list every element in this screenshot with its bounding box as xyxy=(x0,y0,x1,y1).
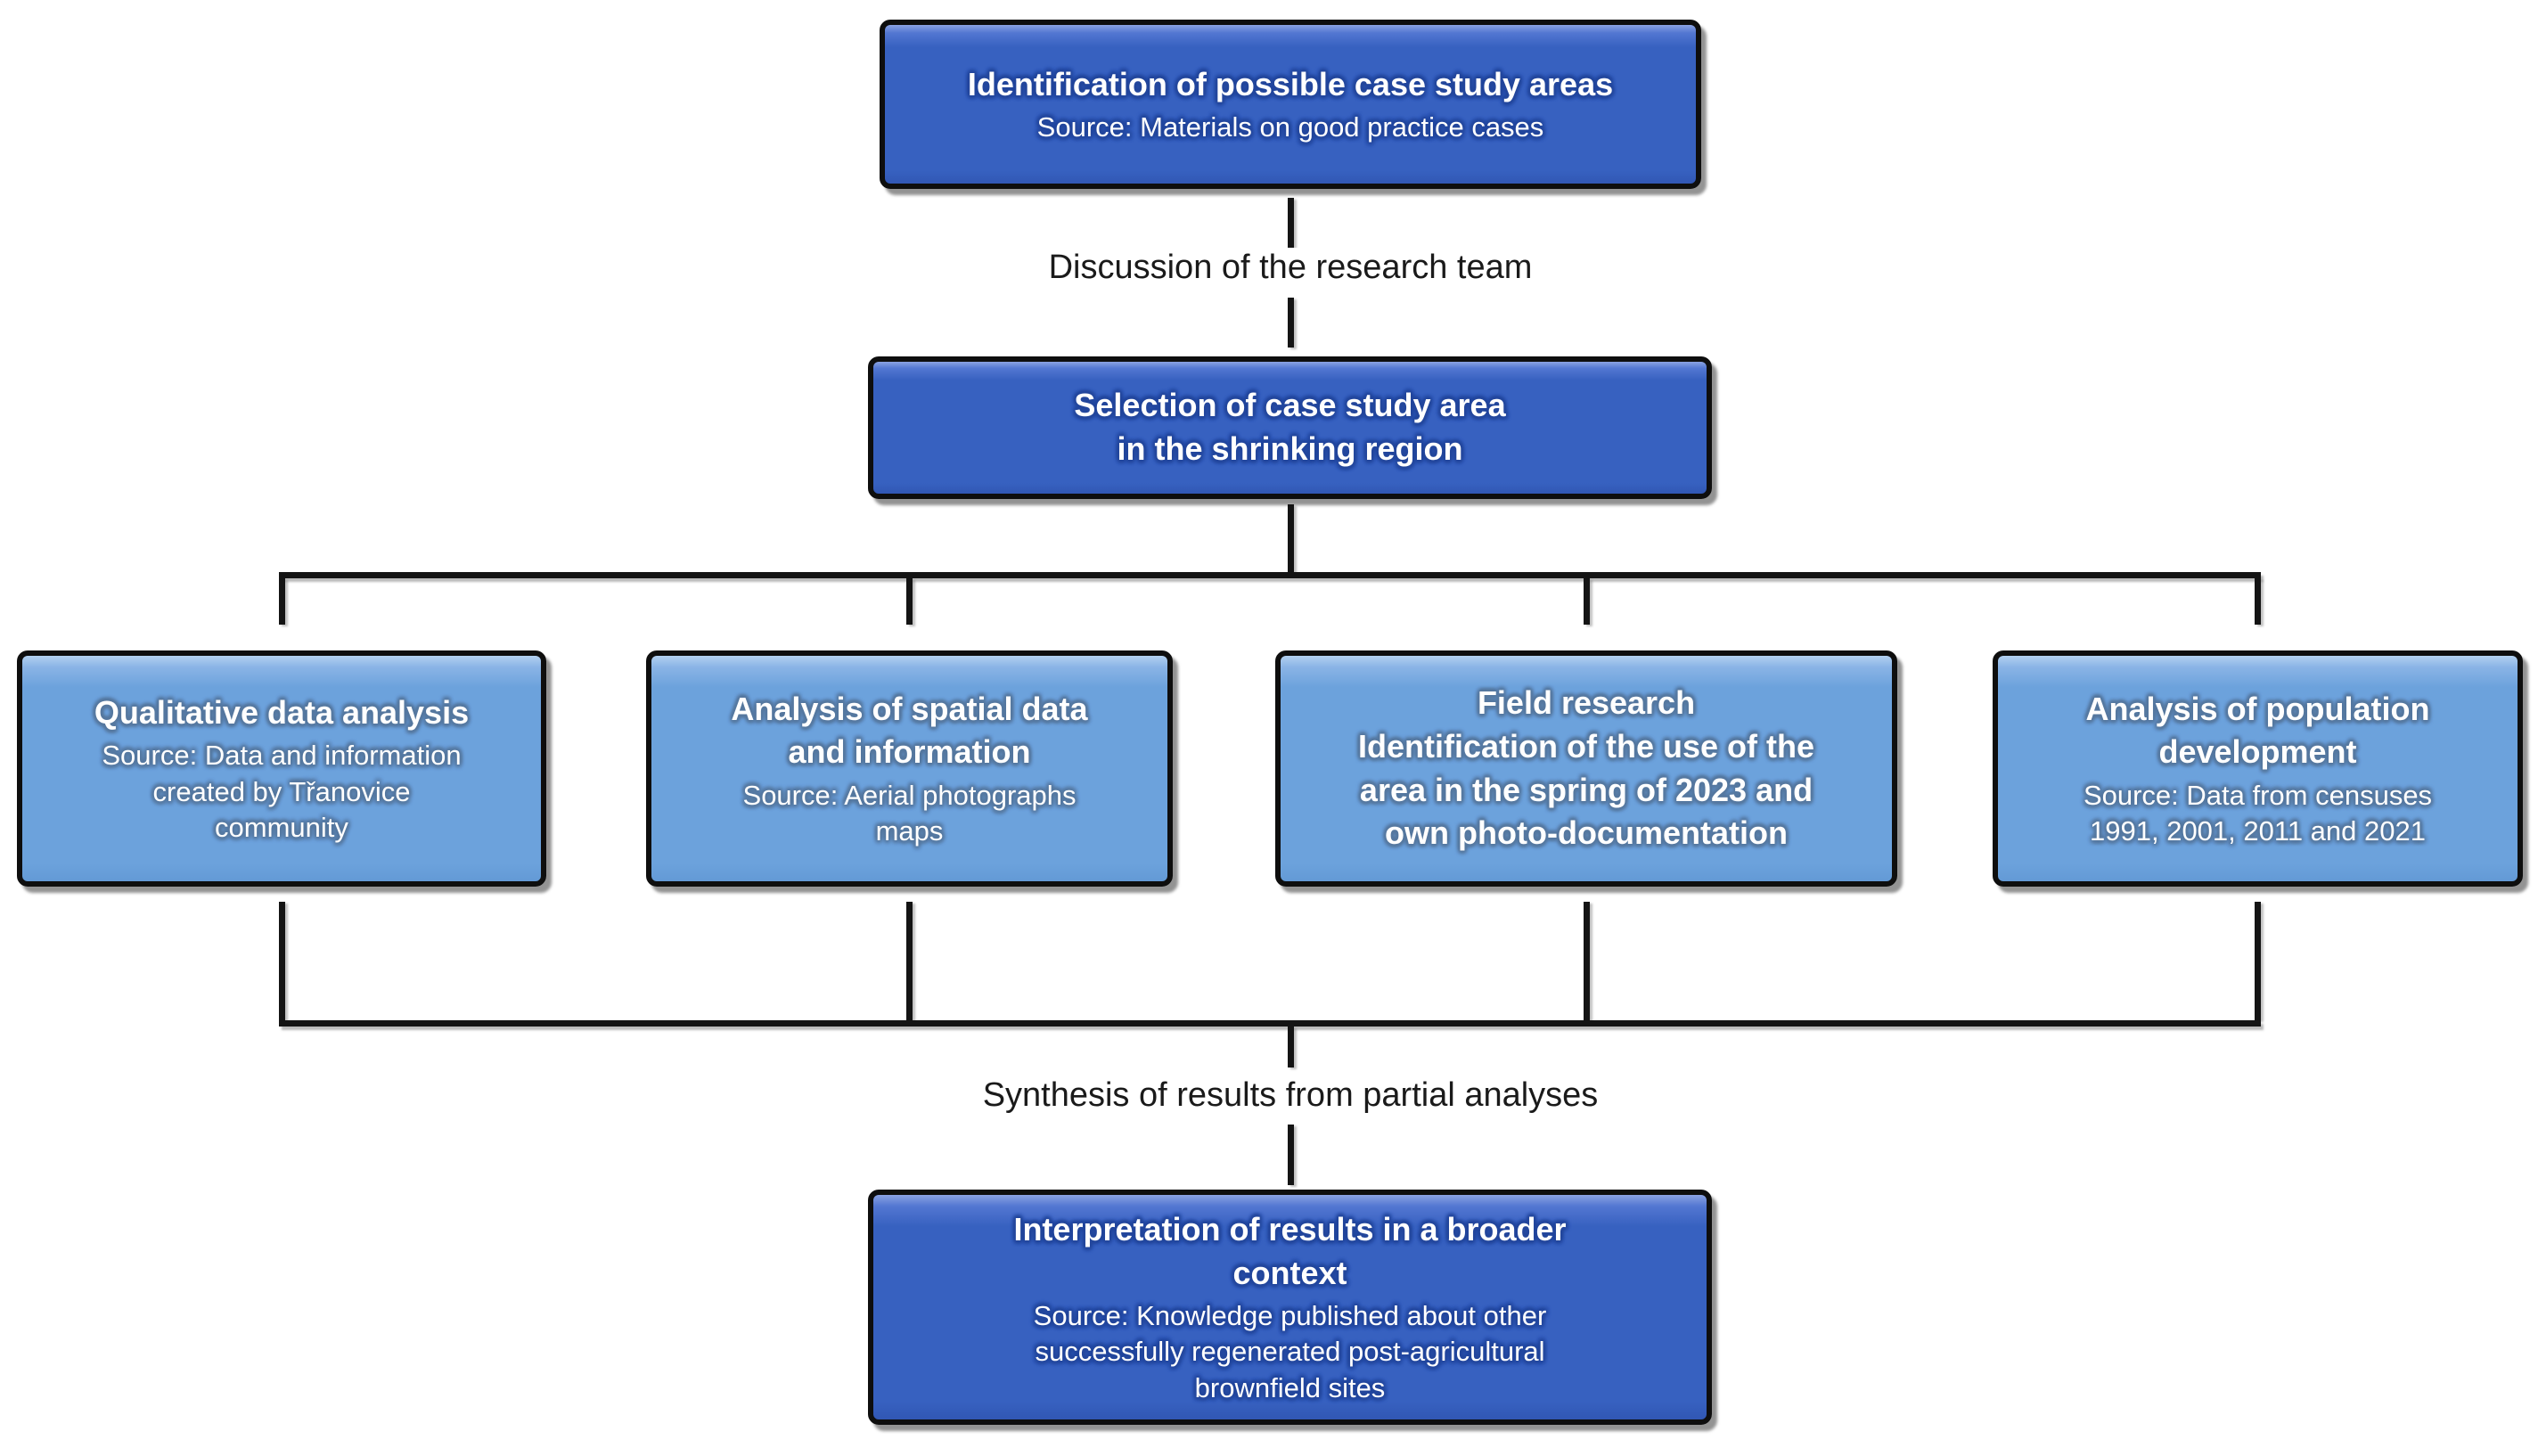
connector-line xyxy=(1288,198,1294,248)
connector-line xyxy=(906,902,913,1020)
node-interpretation-title: Interpretation of results in a broader c… xyxy=(1013,1210,1567,1291)
node-qualitative-title: Qualitative data analysis xyxy=(94,693,470,731)
node-identification-source: Source: Materials on good practice cases xyxy=(1036,111,1544,143)
edge-label-synthesis: Synthesis of results from partial analys… xyxy=(800,1076,1781,1117)
node-field-title: Field research Identification of the use… xyxy=(1358,684,1814,852)
node-selection-title: Selection of case study area in the shri… xyxy=(1074,387,1506,467)
node-spatial-title: Analysis of spatial data and information xyxy=(731,690,1088,771)
node-qualitative-source: Source: Data and information created by … xyxy=(102,740,462,843)
node-identification: Identification of possible case study ar… xyxy=(880,20,1701,189)
node-interpretation-source: Source: Knowledge published about other … xyxy=(1033,1300,1547,1403)
branch-line-top xyxy=(279,572,2261,578)
connector-line xyxy=(279,578,285,625)
connector-line xyxy=(2255,578,2261,625)
node-spatial: Analysis of spatial data and information… xyxy=(646,650,1173,887)
node-qualitative: Qualitative data analysis Source: Data a… xyxy=(17,650,546,887)
node-identification-title: Identification of possible case study ar… xyxy=(967,65,1614,102)
node-selection: Selection of case study area in the shri… xyxy=(868,356,1712,499)
node-population-source: Source: Data from censuses 1991, 2001, 2… xyxy=(2083,779,2433,847)
connector-line xyxy=(1584,578,1590,625)
connector-line xyxy=(279,902,285,1020)
connector-line xyxy=(1288,1027,1294,1067)
connector-line xyxy=(1288,504,1294,572)
connector-line xyxy=(1288,298,1294,348)
connector-line xyxy=(2255,902,2261,1020)
node-spatial-source: Source: Aerial photographs maps xyxy=(742,779,1077,847)
connector-line xyxy=(906,578,913,625)
node-interpretation: Interpretation of results in a broader c… xyxy=(868,1190,1712,1425)
node-population: Analysis of population development Sourc… xyxy=(1993,650,2523,887)
edge-label-discussion: Discussion of the research team xyxy=(800,248,1781,289)
node-population-title: Analysis of population development xyxy=(2085,690,2430,771)
node-field: Field research Identification of the use… xyxy=(1275,650,1897,887)
branch-line-bottom xyxy=(279,1020,2261,1027)
connector-line xyxy=(1288,1125,1294,1185)
connector-line xyxy=(1584,902,1590,1020)
